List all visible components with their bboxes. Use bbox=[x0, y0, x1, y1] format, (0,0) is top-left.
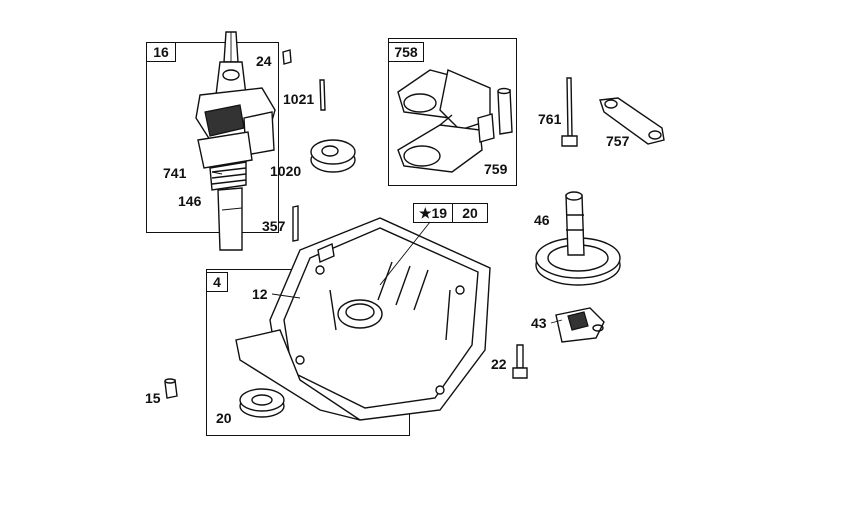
cam-gear-46-drawing bbox=[535, 191, 621, 286]
pin-1021-drawing bbox=[319, 79, 326, 111]
connecting-rod-drawing bbox=[397, 69, 495, 173]
leader-lines bbox=[211, 171, 563, 324]
crankshaft-drawing bbox=[195, 31, 276, 251]
gasket-set-star-tag: ★19 bbox=[413, 203, 453, 223]
governor-43-drawing bbox=[555, 307, 605, 343]
sump-group-tag: 4 bbox=[206, 272, 228, 292]
part-label-741: 741 bbox=[163, 165, 187, 181]
part-label-15: 15 bbox=[145, 390, 161, 406]
bolt-761-drawing bbox=[561, 77, 578, 147]
part-label-761: 761 bbox=[538, 111, 562, 127]
part-label-1021: 1021 bbox=[283, 91, 315, 107]
seal-20-drawing bbox=[239, 388, 285, 418]
crankshaft-group-tag: 16 bbox=[146, 42, 176, 62]
part-label-146: 146 bbox=[178, 193, 202, 209]
part-label-46: 46 bbox=[534, 212, 550, 228]
bolt-22-drawing bbox=[512, 344, 528, 379]
sump-drawing bbox=[235, 217, 491, 421]
link-757-drawing bbox=[599, 97, 665, 145]
pin-759-drawing bbox=[497, 87, 513, 135]
part-label-12: 12 bbox=[252, 286, 268, 302]
part-label-24: 24 bbox=[256, 53, 272, 69]
crankshaft-group-frame bbox=[146, 42, 279, 233]
connecting-rod-group-tag: 758 bbox=[388, 42, 424, 62]
part-label-759: 759 bbox=[484, 161, 508, 177]
connecting-rod-group-frame bbox=[388, 38, 517, 186]
gasket-set-tag: 20 bbox=[452, 203, 488, 223]
pin-24-drawing bbox=[282, 49, 292, 65]
part-label-20: 20 bbox=[216, 410, 232, 426]
ring-1020-drawing bbox=[310, 139, 356, 173]
pin-357-drawing bbox=[292, 205, 299, 242]
part-label-1020: 1020 bbox=[270, 163, 302, 179]
part-label-22: 22 bbox=[491, 356, 507, 372]
part-label-357: 357 bbox=[262, 218, 286, 234]
part-label-757: 757 bbox=[606, 133, 630, 149]
part-label-43: 43 bbox=[531, 315, 547, 331]
plug-15-drawing bbox=[164, 378, 178, 399]
